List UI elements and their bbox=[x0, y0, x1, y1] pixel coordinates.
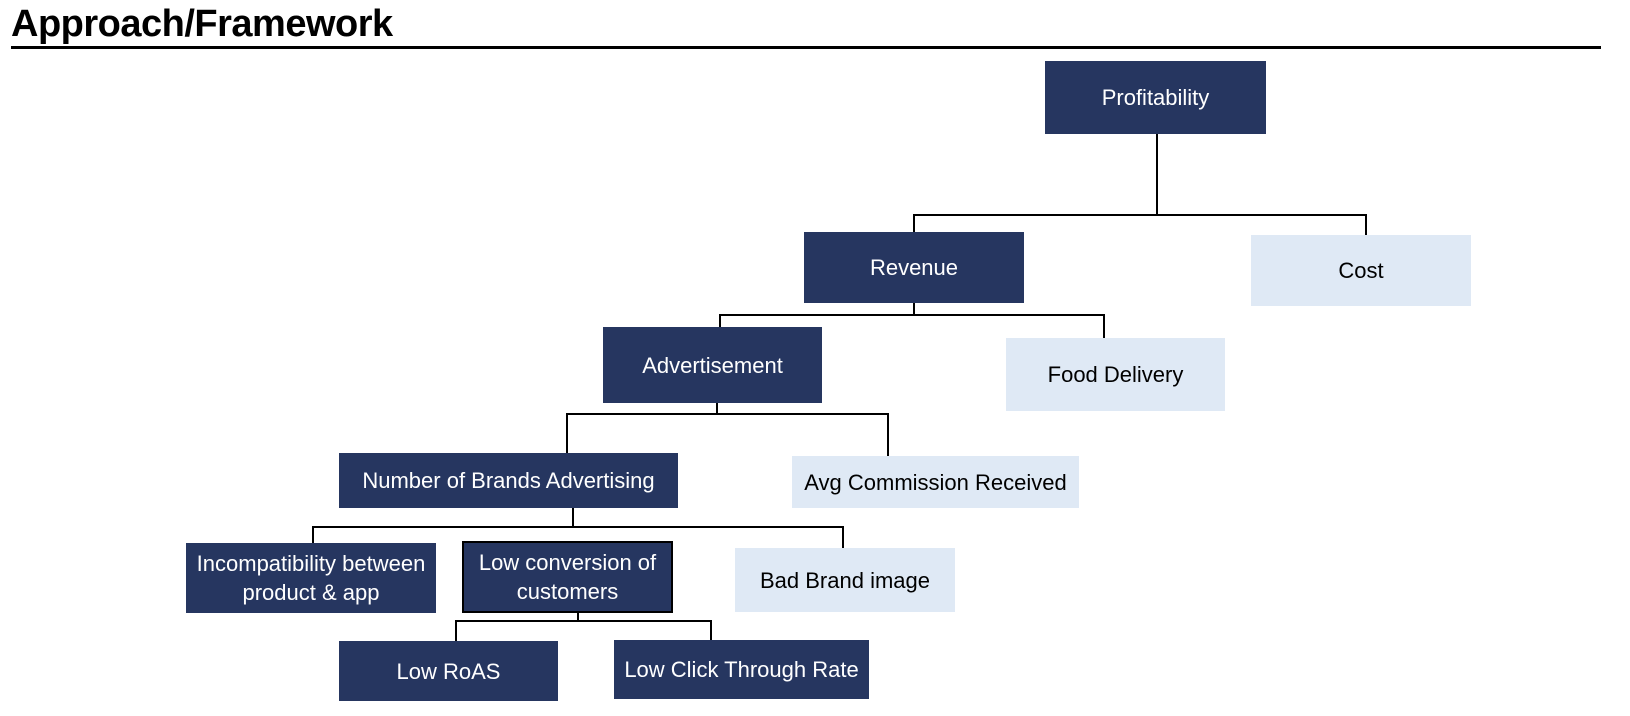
title-divider bbox=[11, 46, 1601, 49]
node-incompatibility: Incompatibility between product & app bbox=[186, 543, 436, 613]
node-cost: Cost bbox=[1251, 235, 1471, 306]
connector-brands-children bbox=[312, 508, 844, 548]
connector-revenue-children bbox=[719, 303, 1105, 338]
node-low-roas: Low RoAS bbox=[339, 641, 558, 701]
connector-conversion-children bbox=[455, 613, 712, 641]
node-profitability: Profitability bbox=[1045, 61, 1266, 134]
connector-profitability-children bbox=[913, 134, 1367, 235]
node-revenue: Revenue bbox=[804, 232, 1024, 303]
connector-advertisement-children bbox=[566, 403, 889, 456]
node-low-click-through-rate: Low Click Through Rate bbox=[614, 640, 869, 699]
node-number-of-brands-advertising: Number of Brands Advertising bbox=[339, 453, 678, 508]
node-avg-commission-received: Avg Commission Received bbox=[792, 456, 1079, 508]
node-food-delivery: Food Delivery bbox=[1006, 338, 1225, 411]
page-title: Approach/Framework bbox=[11, 3, 393, 45]
node-bad-brand-image: Bad Brand image bbox=[735, 548, 955, 612]
node-advertisement: Advertisement bbox=[603, 327, 822, 403]
node-low-conversion-of-customers: Low conversion of customers bbox=[462, 541, 673, 613]
